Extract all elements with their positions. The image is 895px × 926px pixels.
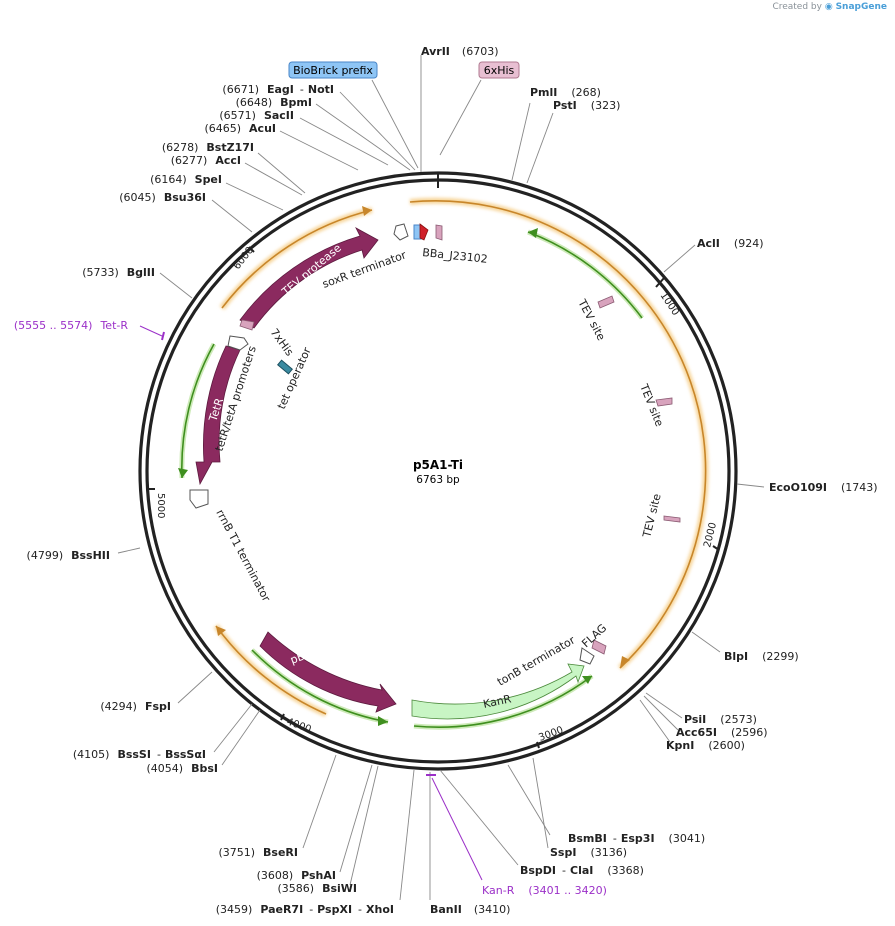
site-bsu36i: (6045)Bsu36I: [119, 191, 206, 204]
site-psii: PsiI(2573): [684, 713, 757, 726]
site-bsssi: (4105)BssSI-BssSαI: [73, 748, 206, 761]
site-leader-lines: [117, 55, 765, 901]
site-bspdi-clai: BspDI-ClaI(3368): [520, 864, 644, 877]
site-avrii: AvrII(6703): [421, 45, 498, 58]
feature-tev-protease-arrow: [239, 227, 379, 329]
svg-text:6xHis: 6xHis: [484, 64, 515, 77]
site-banii: BanII(3410): [430, 903, 510, 916]
site-acui: (6465)AcuI: [204, 122, 276, 135]
tick-label-5000: 5000: [155, 493, 166, 518]
site-bseri: (3751)BseRI: [218, 846, 298, 859]
primer-kan-r-mark: [426, 774, 483, 881]
site-bsmbi-esp3i: BsmBI-Esp3I(3041): [568, 832, 705, 845]
site-paer7i-pspxi-xhoi: (3459)PaeR7I-PspXI-XhoI: [216, 903, 394, 916]
credit-prefix: Created by: [772, 2, 822, 12]
site-bsiwi: (3586)BsiWI: [277, 882, 357, 895]
site-eagi-noti: (6671)EagI-NotI: [222, 83, 334, 96]
tick-label-6000: 6000: [232, 245, 256, 272]
site-bsshii: (4799)BssHII: [27, 549, 110, 562]
credit-brand: SnapGene: [835, 2, 887, 12]
site-bstz17i: (6278)BstZ17I: [162, 141, 254, 154]
site-fspi: (4294)FspI: [100, 700, 171, 713]
small-features: [189, 223, 681, 665]
label-tev-protease: TEV protease: [279, 241, 344, 299]
site-spei: (6164)SpeI: [150, 173, 222, 186]
plasmid-size: 6763 bp: [416, 474, 460, 486]
site-pshai: (3608)PshAI: [257, 869, 336, 882]
label-tev-site-3: TEV site: [640, 492, 664, 540]
primer-kan-r-label: Kan-R(3401 .. 3420): [482, 884, 607, 897]
label-kanr: KanR: [482, 692, 513, 711]
primer-tet-r-mark: [139, 325, 165, 341]
label-rrnb-t1-terminator: rrnB T1 terminator: [213, 507, 273, 604]
feature-tetr-arrow: [195, 345, 241, 486]
site-blpi: BlpI(2299): [724, 650, 799, 663]
site-sspi: SspI(3136): [550, 846, 627, 859]
boxed-feature-biobrick-prefix: BioBrick prefix: [288, 61, 378, 79]
primer-tet-r-label: (5555 .. 5574)Tet-R: [14, 319, 128, 332]
site-bbsi: (4054)BbsI: [147, 762, 218, 775]
site-ecoo109i: EcoO109I(1743): [769, 481, 878, 494]
snapgene-logo-icon: ◉: [824, 2, 833, 12]
label-bba-j23102: BBa_J23102: [422, 246, 489, 266]
label-tet-operator: tet operator: [275, 345, 314, 411]
backbone-outer: [138, 171, 738, 771]
plasmid-name: p5A1-Ti: [413, 458, 463, 472]
site-kpni: KpnI(2600): [666, 739, 745, 752]
site-sacii: (6571)SacII: [219, 109, 294, 122]
tick-marks: [148, 174, 720, 749]
label-pbbr1-rep: pBBR1 Rep: [288, 633, 350, 667]
label-7xhis: 7xHis: [268, 326, 297, 359]
tick-label-2000: 2000: [702, 521, 719, 548]
svg-text:BioBrick prefix: BioBrick prefix: [293, 64, 373, 77]
site-bpmi: (6648)BpmI: [236, 96, 312, 109]
feature-arcs: [178, 197, 709, 730]
boxed-feature-6xhis: 6xHis: [478, 61, 520, 79]
site-psti: PstI(323): [553, 99, 620, 112]
site-acli: AclI(924): [697, 237, 764, 250]
feature-pbbr1-rep-arrow: [259, 631, 397, 713]
site-acc65i: Acc65I(2596): [676, 726, 768, 739]
site-pmli: PmlI(268): [530, 86, 601, 99]
site-bglii: (5733)BglII: [82, 266, 155, 279]
feature-kanr-arrow: [411, 663, 585, 720]
tick-label-4000: 4000: [285, 716, 313, 735]
snapgene-credit: Created by ◉ SnapGene: [772, 2, 887, 12]
site-acci: (6277)AccI: [171, 154, 241, 167]
